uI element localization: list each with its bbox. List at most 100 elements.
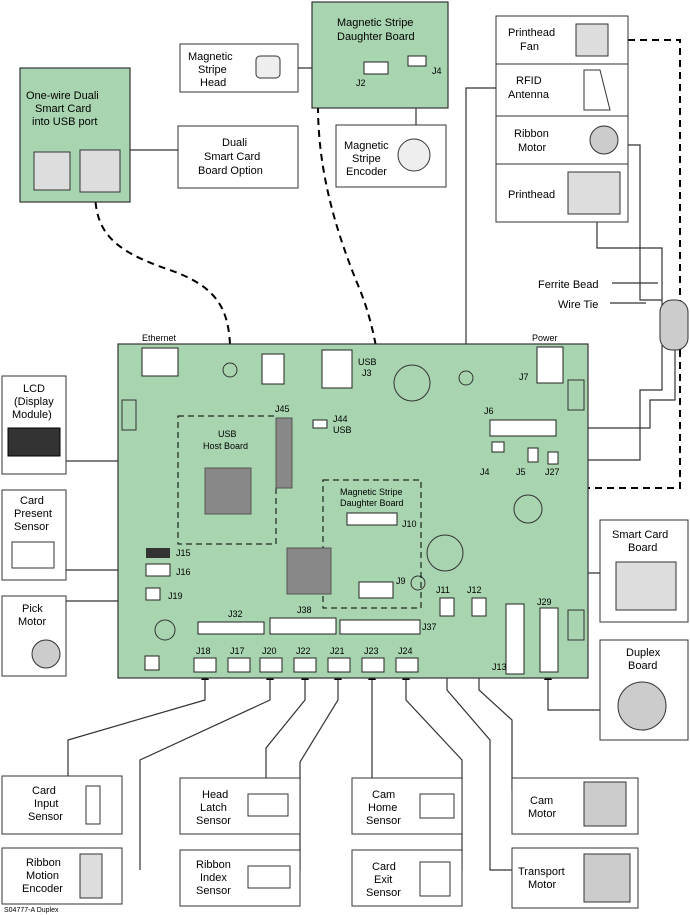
- pick-motor-icon: [31, 639, 61, 669]
- svg-text:Present: Present: [14, 508, 52, 520]
- svg-text:Sensor: Sensor: [366, 815, 401, 827]
- j16-label: J16: [176, 567, 191, 577]
- svg-text:Motor: Motor: [528, 879, 556, 891]
- usb-plug-icon-2: [79, 149, 121, 193]
- j24-label: J24: [398, 646, 413, 656]
- ferrite-bead: Ferrite Bead Wire Tie: [538, 279, 689, 351]
- input-sensor-icon: [85, 785, 101, 825]
- svg-text:Printhead: Printhead: [508, 27, 555, 39]
- svg-text:Home: Home: [368, 802, 397, 814]
- svg-text:Card: Card: [32, 785, 56, 797]
- j17-label: J17: [230, 646, 245, 656]
- power-label: Power: [532, 333, 558, 343]
- mag-board-title-2: Daughter Board: [337, 31, 415, 43]
- smart-card-board: Smart Card Board: [599, 519, 689, 623]
- svg-text:Ribbon: Ribbon: [196, 859, 231, 871]
- svg-text:Sensor: Sensor: [28, 811, 63, 823]
- cam-sensor-icon: [419, 793, 455, 819]
- svg-text:Duplex: Duplex: [626, 647, 661, 659]
- j4-label: J4: [480, 467, 490, 477]
- usb-host-label-1: USB: [218, 429, 237, 439]
- cam-motor: Cam Motor: [511, 777, 639, 835]
- svg-text:Smart Card: Smart Card: [612, 529, 668, 541]
- svg-text:Smart Card: Smart Card: [35, 103, 91, 115]
- svg-text:Transport: Transport: [518, 866, 565, 878]
- ribbon-motion-encoder: Ribbon Motion Encoder: [1, 847, 123, 905]
- svg-text:Encoder: Encoder: [22, 883, 63, 895]
- usb-j3-label-1: USB: [358, 357, 377, 367]
- pick-motor: Pick Motor: [1, 595, 67, 677]
- card-input-sensor: Card Input Sensor: [1, 775, 123, 835]
- j12-label: J12: [467, 585, 482, 595]
- index-sensor-icon: [247, 865, 291, 889]
- j20-label: J20: [262, 646, 277, 656]
- card-present-sensor: Card Present Sensor: [1, 489, 67, 581]
- svg-text:Stripe: Stripe: [352, 153, 381, 165]
- svg-text:Magnetic: Magnetic: [344, 140, 389, 152]
- encoder-board-icon: [79, 853, 103, 899]
- svg-text:Board: Board: [628, 660, 657, 672]
- svg-text:Motor: Motor: [528, 808, 556, 820]
- duplex-board: Duplex Board: [599, 639, 689, 741]
- j11-label: J11: [436, 585, 450, 595]
- svg-text:Latch: Latch: [200, 802, 227, 814]
- printhead-fan: Printhead Fan: [495, 15, 629, 65]
- svg-text:Motor: Motor: [518, 142, 546, 154]
- j19-label: J19: [168, 591, 183, 601]
- svg-text:One-wire Duali: One-wire Duali: [26, 90, 99, 102]
- svg-text:(Display: (Display: [14, 396, 54, 408]
- svg-text:Sensor: Sensor: [14, 521, 49, 533]
- svg-text:Exit: Exit: [374, 874, 392, 886]
- svg-text:Pick: Pick: [22, 603, 43, 615]
- duali-smart-card: One-wire Duali Smart Card into USB port: [19, 67, 131, 203]
- svg-text:Smart Card: Smart Card: [204, 151, 260, 163]
- j37-label: J37: [422, 622, 437, 632]
- exit-sensor-icon: [419, 861, 451, 897]
- cam-motor-icon: [583, 781, 627, 827]
- svg-text:Motor: Motor: [18, 616, 46, 628]
- printhead-icon: [567, 171, 621, 215]
- antenna-icon: [583, 69, 611, 111]
- main-board-labels: Ethernet Power USB J3 J44 USB J45 USB Ho…: [142, 333, 560, 672]
- svg-text:Input: Input: [34, 798, 58, 810]
- mag-board-j2: J2: [356, 78, 366, 88]
- svg-text:Head: Head: [202, 789, 228, 801]
- main-board: [117, 343, 589, 679]
- mag-stripe-head: Magnetic Stripe Head: [179, 43, 299, 93]
- j22-label: J22: [296, 646, 311, 656]
- mag-board-title-1: Magnetic Stripe: [337, 17, 413, 29]
- j5-label: J5: [516, 467, 526, 477]
- svg-text:Magnetic: Magnetic: [188, 51, 233, 63]
- mag-daughter-label-2: Daughter Board: [340, 498, 404, 508]
- svg-text:Card: Card: [372, 861, 396, 873]
- svg-text:Motion: Motion: [26, 870, 59, 882]
- footer-code: S04777-A Duplex: [4, 907, 59, 914]
- ethernet-label: Ethernet: [142, 333, 177, 343]
- j23-label: J23: [364, 646, 379, 656]
- j21-label: J21: [330, 646, 345, 656]
- usb-plug-icon: [33, 151, 71, 191]
- svg-text:Fan: Fan: [520, 41, 539, 53]
- svg-text:Stripe: Stripe: [198, 64, 227, 76]
- duali-board-option: Duali Smart Card Board Option: [177, 125, 299, 189]
- j10-label: J10: [402, 519, 417, 529]
- j13-label: J13: [492, 662, 507, 672]
- svg-text:Antenna: Antenna: [508, 89, 550, 101]
- j7-label: J7: [519, 372, 529, 382]
- smart-card-icon: [615, 561, 677, 611]
- transport-motor: Transport Motor: [511, 847, 639, 909]
- mag-stripe-encoder: Magnetic Stripe Encoder: [335, 124, 447, 188]
- rfid-antenna: RFID Antenna: [495, 63, 629, 117]
- latch-sensor-icon: [247, 793, 289, 817]
- lcd-module: LCD (Display Module): [1, 375, 67, 475]
- j38-label: J38: [297, 605, 312, 615]
- encoder-icon: [397, 138, 431, 172]
- host-chip: [204, 467, 252, 515]
- j32-label: J32: [228, 609, 243, 619]
- motor-gear-icon: [589, 125, 619, 155]
- usb-j3-label-2: J3: [362, 368, 372, 378]
- j18-label: J18: [196, 646, 211, 656]
- svg-text:Module): Module): [12, 409, 52, 421]
- svg-text:RFID: RFID: [516, 75, 542, 87]
- svg-text:Cam: Cam: [530, 795, 553, 807]
